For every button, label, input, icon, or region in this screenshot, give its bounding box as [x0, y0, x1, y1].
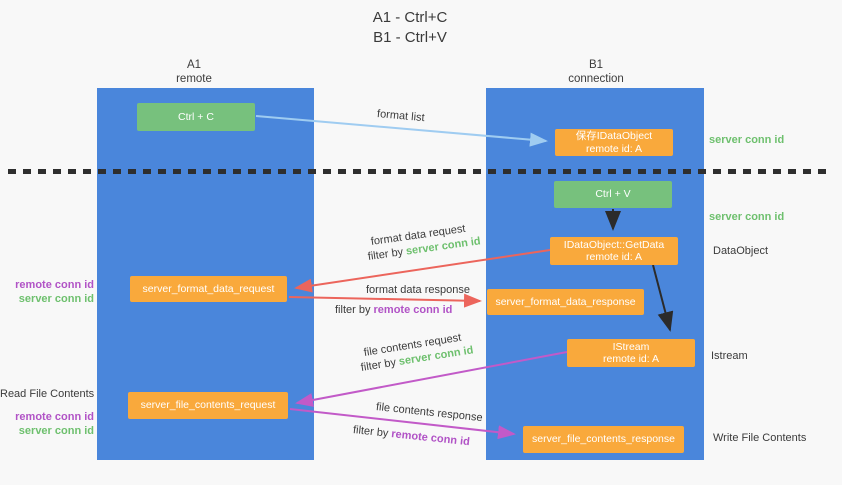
filter-by-remote-conn-id-label-file: filter by remote conn id: [352, 424, 470, 449]
format-data-response-label: format data response: [366, 284, 470, 296]
server-file-contents-request-box: server_file_contents_request: [128, 392, 288, 419]
column-a1-name: A1: [186, 59, 202, 71]
server-format-data-response-label: server_format_data_response: [495, 295, 636, 308]
dataobject-annotation: DataObject: [713, 245, 769, 257]
server-file-contents-response-label: server_file_contents_response: [531, 433, 675, 446]
title-line-ctrl-c: A1 - Ctrl+C: [372, 9, 448, 26]
server-file-contents-request-label: server_file_contents_request: [140, 399, 276, 412]
istream-box: IStream remote id: A: [567, 339, 695, 367]
title-line-ctrl-v: B1 - Ctrl+V: [373, 29, 447, 46]
filter-by-remote-conn-id-label-format: filter by remote conn id: [335, 304, 452, 317]
istream-line2: remote id: A: [602, 353, 660, 365]
server-conn-id-annotation-mid: server conn id: [709, 211, 785, 223]
server-conn-id-annotation-file: server conn id: [18, 425, 94, 437]
server-conn-id-annotation-format: server conn id: [18, 293, 94, 305]
idataobject-getdata-box: IDataObject::GetData remote id: A: [550, 237, 678, 265]
column-header-a1: A1 remote: [134, 58, 254, 86]
file-contents-response-label: file contents response: [375, 401, 484, 425]
save-idataobject-box: 保存IDataObject remote id: A: [555, 129, 673, 156]
server-file-contents-response-box: server_file_contents_response: [523, 426, 684, 453]
istream-annotation: Istream: [711, 350, 748, 362]
column-b1-name: B1: [588, 59, 604, 71]
file-request-conn-ids: remote conn id server conn id: [0, 410, 94, 438]
format-request-conn-ids: remote conn id server conn id: [0, 278, 94, 306]
write-file-contents-annotation: Write File Contents: [713, 432, 807, 444]
istream-line1: IStream: [612, 340, 650, 353]
getdata-line2: remote id: A: [585, 251, 643, 263]
remote-conn-id-text: remote conn id: [390, 428, 471, 449]
server-format-data-request-box: server_format_data_request: [130, 276, 287, 302]
machine-boundary-dashed-line: [8, 169, 826, 174]
ctrl-c-box: Ctrl + C: [137, 103, 255, 131]
ctrl-v-label: Ctrl + V: [595, 188, 631, 201]
filter-by-text: filter by: [335, 304, 374, 316]
column-a1-subtitle: remote: [176, 73, 212, 85]
getdata-line1: IDataObject::GetData: [563, 238, 665, 251]
diagram-title: A1 - Ctrl+C B1 - Ctrl+V: [300, 8, 520, 48]
column-b1-subtitle: connection: [568, 73, 624, 85]
server-conn-id-annotation-top: server conn id: [709, 134, 785, 146]
server-format-data-response-box: server_format_data_response: [487, 289, 644, 315]
format-list-label: format list: [376, 108, 426, 125]
remote-conn-id-text: remote conn id: [373, 304, 453, 316]
save-idataobject-line2: remote id: A: [585, 142, 643, 155]
ctrl-v-box: Ctrl + V: [554, 181, 672, 208]
remote-conn-id-annotation-format: remote conn id: [15, 279, 94, 291]
ctrl-c-label: Ctrl + C: [178, 110, 214, 123]
remote-conn-id-annotation-file: remote conn id: [15, 411, 94, 423]
filter-by-text: filter by: [352, 424, 392, 440]
server-format-data-request-label: server_format_data_request: [142, 282, 275, 295]
save-idataobject-line1: 保存IDataObject: [575, 130, 653, 142]
column-header-b1: B1 connection: [536, 58, 656, 86]
format-data-response-arrow: [288, 293, 482, 308]
read-file-contents-annotation: Read File Contents: [0, 388, 95, 400]
